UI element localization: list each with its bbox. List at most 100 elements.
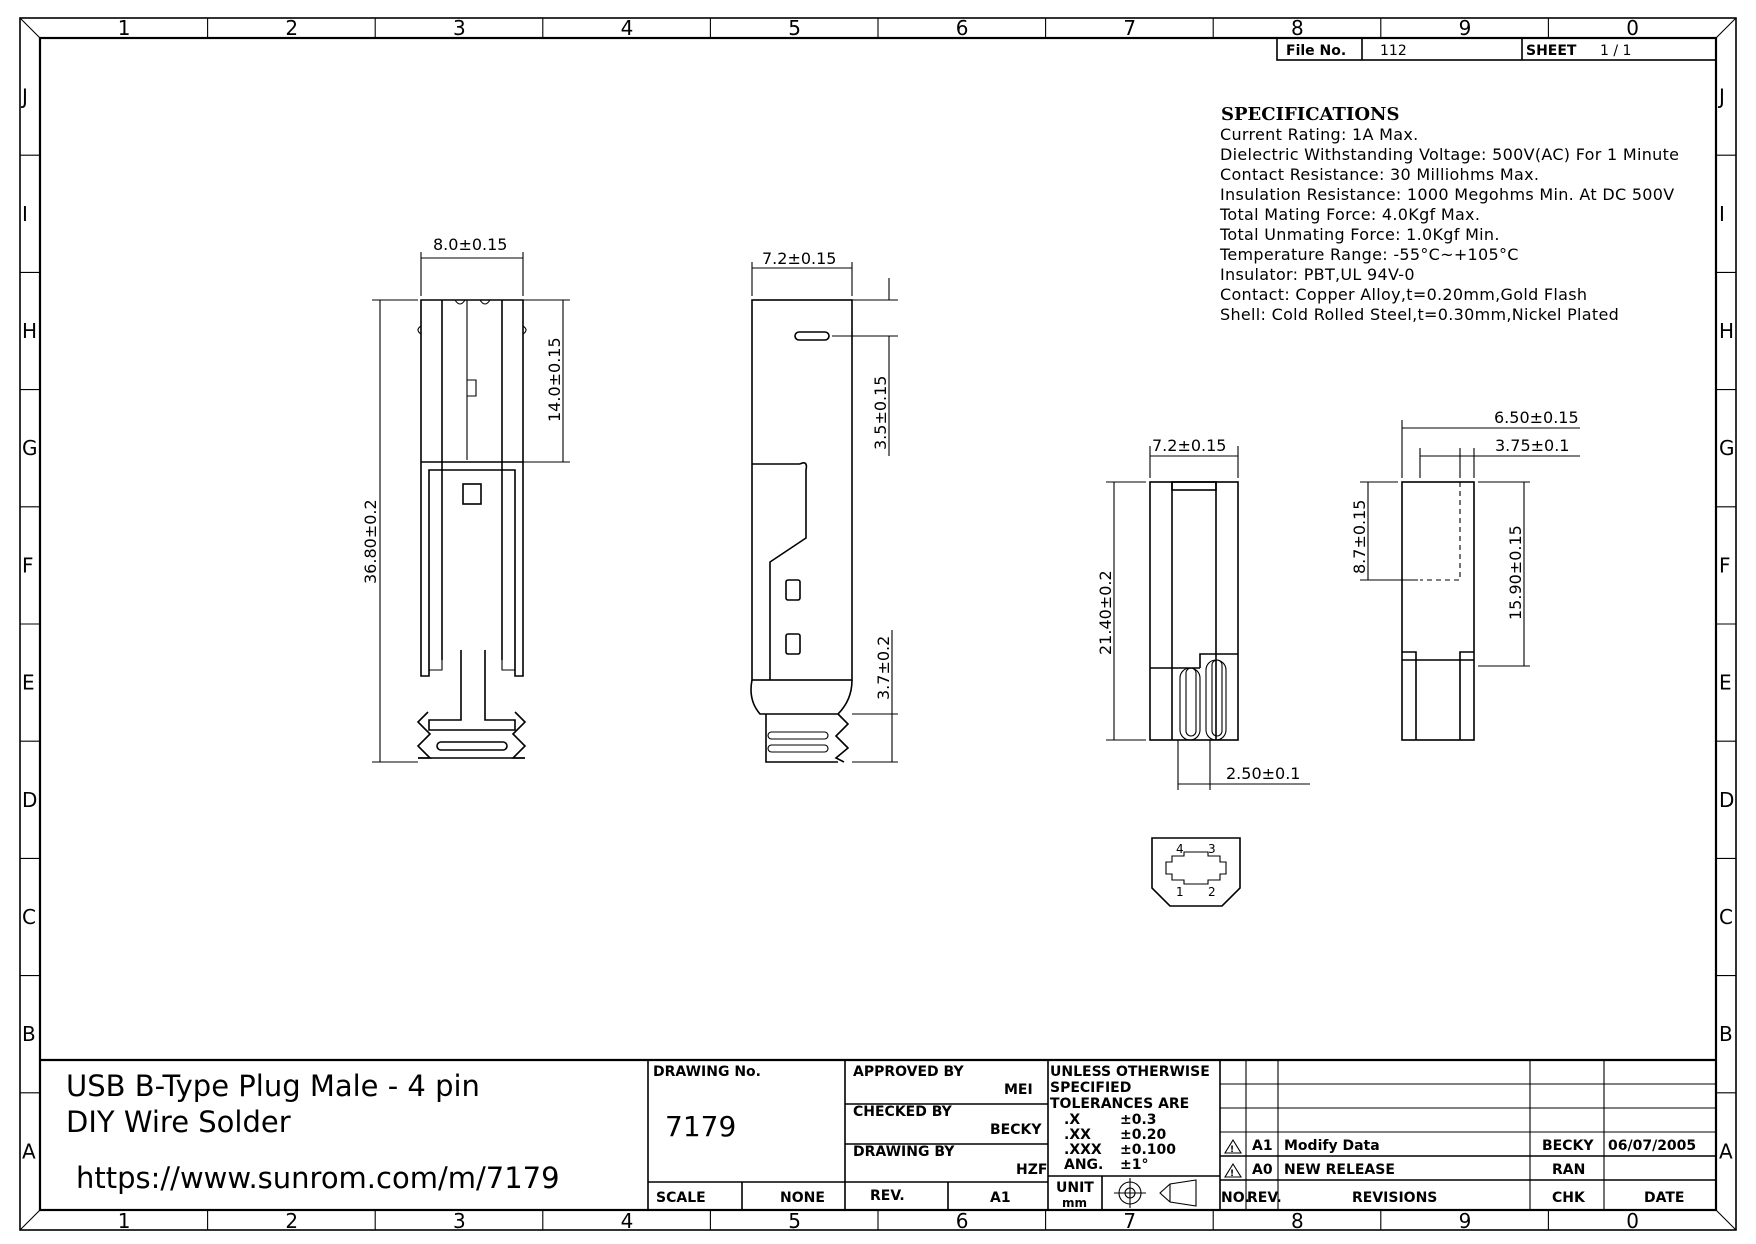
scale-label: SCALE: [656, 1190, 706, 1206]
dim-front-upper-height: 14.0±0.15: [545, 337, 564, 422]
pin-label-3: 3: [1208, 842, 1216, 856]
spec-line: Temperature Range: -55°C~+105°C: [1219, 245, 1519, 264]
pin-label-4: 4: [1176, 842, 1184, 856]
dim-side-width: 7.2±0.15: [762, 249, 836, 268]
zone-col-bottom: 6: [956, 1209, 969, 1233]
zone-row-right: I: [1719, 202, 1725, 226]
zone-col-top: 6: [956, 16, 969, 40]
rev-row-2-desc: NEW RELEASE: [1284, 1162, 1395, 1178]
pin-layout-view: 4 3 1 2: [1151, 837, 1241, 907]
dim-end-pitch: 2.50±0.1: [1226, 764, 1300, 783]
spec-line: Insulator: PBT,UL 94V-0: [1220, 265, 1415, 284]
dim-right-height: 15.90±0.15: [1506, 525, 1525, 620]
zone-col-top: 1: [118, 16, 131, 40]
spec-line: Total Unmating Force: 1.0Kgf Min.: [1219, 225, 1500, 244]
zone-row-right: H: [1719, 319, 1734, 343]
dim-right-upper: 8.7±0.15: [1350, 500, 1369, 574]
rev-label: REV.: [870, 1188, 905, 1204]
tol-key-xx: .XX: [1064, 1127, 1091, 1143]
zone-col-bottom: 1: [118, 1209, 131, 1233]
tol-key-ang: ANG.: [1064, 1157, 1103, 1173]
tol-key-x: .X: [1064, 1112, 1080, 1128]
product-title-line2: DIY Wire Solder: [66, 1105, 291, 1139]
zone-col-top: 5: [788, 16, 801, 40]
scale-value: NONE: [780, 1190, 825, 1206]
zone-row-right: F: [1719, 553, 1731, 577]
approved-value: MEI: [1004, 1082, 1033, 1098]
end-view: 7.2±0.15 21.40±0.2 2.50±0.1: [1096, 436, 1310, 790]
title-block: USB B-Type Plug Male - 4 pin DIY Wire So…: [40, 1058, 1716, 1210]
spec-line: Contact Resistance: 30 Milliohms Max.: [1220, 165, 1539, 184]
zone-row-left: H: [22, 319, 37, 343]
spec-line: Insulation Resistance: 1000 Megohms Min.…: [1220, 185, 1675, 204]
zone-row-left: D: [22, 788, 37, 812]
zone-col-bottom: 3: [453, 1209, 466, 1233]
zone-row-left: J: [20, 85, 28, 109]
zone-col-bottom: 5: [788, 1209, 801, 1233]
file-no-value: 112: [1380, 43, 1407, 59]
zone-row-left: E: [22, 671, 35, 695]
tolerance-heading-1: UNLESS OTHERWISE: [1050, 1064, 1210, 1080]
rev-a0-marker-icon: !: [1230, 1169, 1234, 1179]
profile-view: 6.50±0.15 3.75±0.1 8.7±0.15 15.90±0.15: [1350, 408, 1580, 741]
pin-label-2: 2: [1208, 885, 1216, 899]
zone-col-top: 7: [1123, 16, 1136, 40]
product-url: https://www.sunrom.com/m/7179: [76, 1161, 560, 1195]
spec-line: Current Rating: 1A Max.: [1220, 125, 1419, 144]
zone-col-top: 2: [285, 16, 298, 40]
sheet-value: 1 / 1: [1600, 43, 1631, 59]
rev-row-1-chk: BECKY: [1542, 1138, 1594, 1154]
spec-line: Contact: Copper Alloy,t=0.20mm,Gold Flas…: [1220, 285, 1587, 304]
dim-side-slot: 3.5±0.15: [871, 376, 890, 450]
sheet-label: SHEET: [1526, 43, 1577, 59]
checked-label: CHECKED BY: [853, 1104, 953, 1120]
rev-row-1-desc: Modify Data: [1284, 1138, 1380, 1154]
rev-value: A1: [990, 1190, 1011, 1206]
rev-a1-marker-icon: !: [1230, 1145, 1234, 1155]
zone-row-right: E: [1719, 671, 1732, 695]
dim-side-tail: 3.7±0.2: [874, 636, 893, 700]
zone-col-bottom: 2: [285, 1209, 298, 1233]
rev-header-no: NO.: [1221, 1190, 1250, 1206]
zone-col-top: 8: [1291, 16, 1304, 40]
rev-row-1-date: 06/07/2005: [1608, 1138, 1696, 1154]
spec-line: Dielectric Withstanding Voltage: 500V(AC…: [1220, 145, 1679, 164]
pin-label-1: 1: [1176, 885, 1184, 899]
front-view: 8.0±0.15 14.0±0.15 36.80±0.2: [361, 235, 570, 763]
zone-row-left: B: [22, 1022, 36, 1046]
tol-val-ang: ±1°: [1120, 1157, 1148, 1173]
tol-val-x: ±0.3: [1120, 1112, 1157, 1128]
dim-front-total-height: 36.80±0.2: [361, 499, 380, 584]
product-title-line1: USB B-Type Plug Male - 4 pin: [66, 1069, 480, 1103]
zone-col-bottom: 4: [621, 1209, 634, 1233]
zone-row-right: D: [1719, 788, 1734, 812]
zone-row-right: C: [1719, 905, 1733, 929]
rev-row-2-rev: A0: [1252, 1162, 1273, 1178]
zone-col-top: 9: [1459, 16, 1472, 40]
dim-end-height: 21.40±0.2: [1096, 570, 1115, 655]
spec-line: Shell: Cold Rolled Steel,t=0.30mm,Nickel…: [1220, 305, 1619, 324]
drawn-label: DRAWING BY: [853, 1144, 955, 1160]
spec-line: Total Mating Force: 4.0Kgf Max.: [1219, 205, 1480, 224]
zone-col-bottom: 8: [1291, 1209, 1304, 1233]
zone-row-left: F: [22, 553, 34, 577]
rev-header-revisions: REVISIONS: [1352, 1190, 1437, 1206]
specifications-title: SPECIFICATIONS: [1221, 104, 1399, 125]
tolerance-heading-3: TOLERANCES ARE: [1050, 1096, 1189, 1112]
drawing-no-label: DRAWING No.: [653, 1064, 761, 1080]
tol-val-xxx: ±0.100: [1120, 1142, 1176, 1158]
zone-row-right: J: [1717, 85, 1725, 109]
zone-row-left: A: [22, 1139, 36, 1163]
zone-row-left: G: [22, 436, 38, 460]
revision-table: ! ! A1 Modify Data BECKY 06/07/2005 A0 N…: [1220, 1060, 1716, 1210]
zone-row-left: I: [22, 202, 28, 226]
zone-row-left: C: [22, 905, 36, 929]
specifications-block: SPECIFICATIONS Current Rating: 1A Max.Di…: [1219, 104, 1679, 324]
rev-header-date: DATE: [1644, 1190, 1684, 1206]
unit-label: UNIT: [1056, 1180, 1094, 1196]
drawing-no-value: 7179: [665, 1110, 736, 1143]
zone-col-bottom: 7: [1123, 1209, 1136, 1233]
file-sheet-box: File No. 112 SHEET 1 / 1: [1276, 37, 1717, 61]
projection-symbol-icon: [1114, 1178, 1197, 1208]
